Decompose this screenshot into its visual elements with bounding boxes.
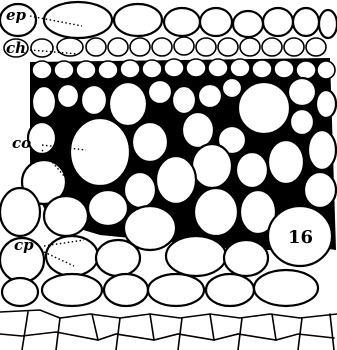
label-cp: cp — [14, 236, 34, 254]
figure-number: 16 — [288, 227, 313, 248]
lower-cell-walls — [0, 310, 337, 350]
label-co: co — [12, 134, 31, 152]
chlorenchyma-layer — [4, 37, 335, 79]
label-ep: ep — [6, 6, 27, 24]
label-ch: ch — [6, 39, 26, 57]
